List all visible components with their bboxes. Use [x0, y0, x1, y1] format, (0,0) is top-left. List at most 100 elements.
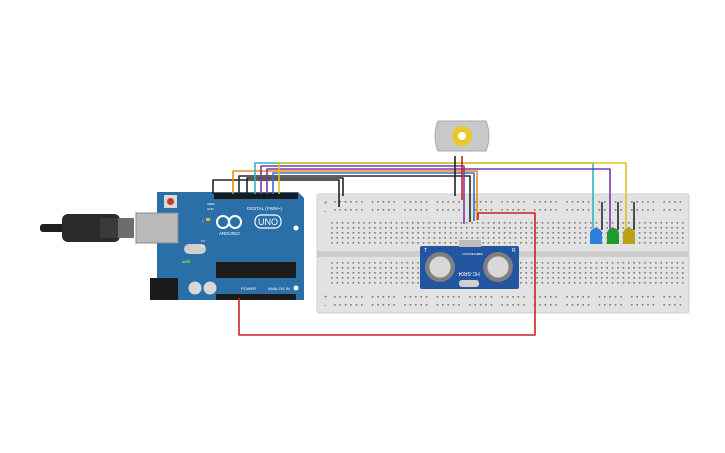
breadboard-hole — [385, 237, 387, 239]
led-green[interactable] — [607, 228, 619, 244]
wire-black-short — [246, 177, 344, 196]
breadboard-hole — [579, 282, 581, 284]
ultrasonic-sensor[interactable]: HC-SR04 T R VCC TRIG ECHO GND — [420, 240, 519, 289]
breadboard-hole — [390, 232, 392, 234]
usb-cable[interactable] — [40, 214, 134, 242]
breadboard-hole — [536, 222, 538, 224]
breadboard-hole — [595, 282, 598, 284]
breadboard-hole — [552, 232, 554, 234]
breadboard-hole — [520, 227, 522, 229]
breadboard-hole — [509, 232, 511, 234]
breadboard-hole — [520, 267, 522, 269]
breadboard-hole — [671, 222, 673, 224]
breadboard-hole — [347, 277, 349, 279]
breadboard-hole — [638, 262, 641, 264]
breadboard-hole — [368, 222, 371, 224]
breadboard-hole — [509, 242, 511, 244]
breadboard-hole — [536, 262, 538, 264]
arduino-uno-board[interactable]: UNO ARDUINO DIGITAL (PWM~) POWER ANALOG … — [135, 192, 304, 300]
capacitor-1 — [188, 281, 202, 295]
breadboard-hole — [568, 272, 571, 274]
breadboard-hole — [620, 296, 622, 298]
breadboard-hole — [471, 237, 473, 239]
breadboard-hole — [460, 227, 463, 229]
breadboard-hole — [374, 272, 376, 274]
breadboard-hole — [530, 277, 533, 279]
breadboard-hole — [503, 222, 506, 224]
breadboard-hole — [490, 304, 493, 306]
breadboard-hole — [379, 242, 382, 244]
sensor-crystal — [459, 280, 479, 287]
breadboard-hole — [355, 209, 358, 211]
breadboard-hole — [636, 296, 638, 298]
breadboard-hole — [449, 237, 452, 239]
breadboard-hole — [422, 242, 425, 244]
breadboard-hole — [590, 272, 592, 274]
breadboard-hole — [512, 209, 514, 211]
breadboard-hole — [341, 227, 344, 229]
breadboard-hole — [363, 227, 365, 229]
breadboard-hole — [563, 227, 565, 229]
breadboard-hole — [633, 282, 635, 284]
breadboard-hole — [433, 242, 436, 244]
breadboard-hole — [571, 296, 574, 298]
led-blue[interactable] — [590, 228, 602, 244]
breadboard-hole — [442, 296, 444, 298]
breadboard-hole — [395, 272, 398, 274]
breadboard-hole — [487, 232, 490, 234]
breadboard-hole — [655, 237, 657, 239]
breadboard-hole — [590, 267, 592, 269]
breadboard-hole — [458, 201, 460, 203]
arduino-logo-right-icon — [228, 215, 242, 229]
breadboard-hole — [674, 304, 676, 306]
breadboard-hole — [460, 237, 463, 239]
breadboard-hole — [401, 272, 403, 274]
breadboard-hole — [417, 232, 419, 234]
breadboard-hole — [638, 237, 641, 239]
breadboard-hole — [331, 222, 333, 224]
breadboard-hole — [660, 272, 662, 274]
breadboard-hole — [339, 304, 341, 306]
breadboard-hole — [460, 222, 463, 224]
breadboard-hole — [503, 232, 506, 234]
breadboard-hole — [606, 277, 608, 279]
breadboard-hole — [552, 277, 554, 279]
breadboard-hole — [628, 277, 630, 279]
breadboard-hole — [390, 242, 392, 244]
breadboard-hole — [368, 272, 371, 274]
breadboard-hole — [390, 262, 392, 264]
breadboard-hole — [379, 282, 382, 284]
breadboard-hole — [347, 227, 349, 229]
breadboard-hole — [557, 232, 560, 234]
breadboard-hole — [482, 237, 484, 239]
breadboard-hole — [350, 209, 352, 211]
breadboard-hole — [541, 277, 544, 279]
breadboard-hole — [530, 282, 533, 284]
breadboard-hole — [385, 232, 387, 234]
breadboard-hole — [347, 262, 349, 264]
breadboard-hole — [452, 304, 455, 306]
dc-motor[interactable] — [434, 120, 490, 152]
breadboard-hole — [574, 242, 576, 244]
breadboard-hole — [563, 237, 565, 239]
breadboard-hole — [433, 227, 436, 229]
breadboard-hole — [404, 304, 406, 306]
breadboard-hole — [655, 282, 657, 284]
breadboard-hole — [358, 267, 360, 269]
breadboard-hole — [350, 201, 352, 203]
breadboard-hole — [649, 227, 652, 229]
breadboard-hole — [631, 201, 633, 203]
breadboard-hole — [563, 282, 565, 284]
breadboard-hole — [557, 267, 560, 269]
breadboard-hole — [598, 201, 601, 203]
breadboard-hole — [517, 201, 520, 203]
led-yellow[interactable] — [623, 228, 635, 244]
breadboard-hole — [331, 237, 333, 239]
wires — [212, 156, 635, 336]
breadboard-hole — [644, 222, 646, 224]
breadboard-hole — [363, 267, 365, 269]
breadboard-hole — [563, 277, 565, 279]
breadboard-hole — [682, 282, 684, 284]
breadboard-hole — [587, 209, 590, 211]
breadboard-hole — [544, 304, 547, 306]
